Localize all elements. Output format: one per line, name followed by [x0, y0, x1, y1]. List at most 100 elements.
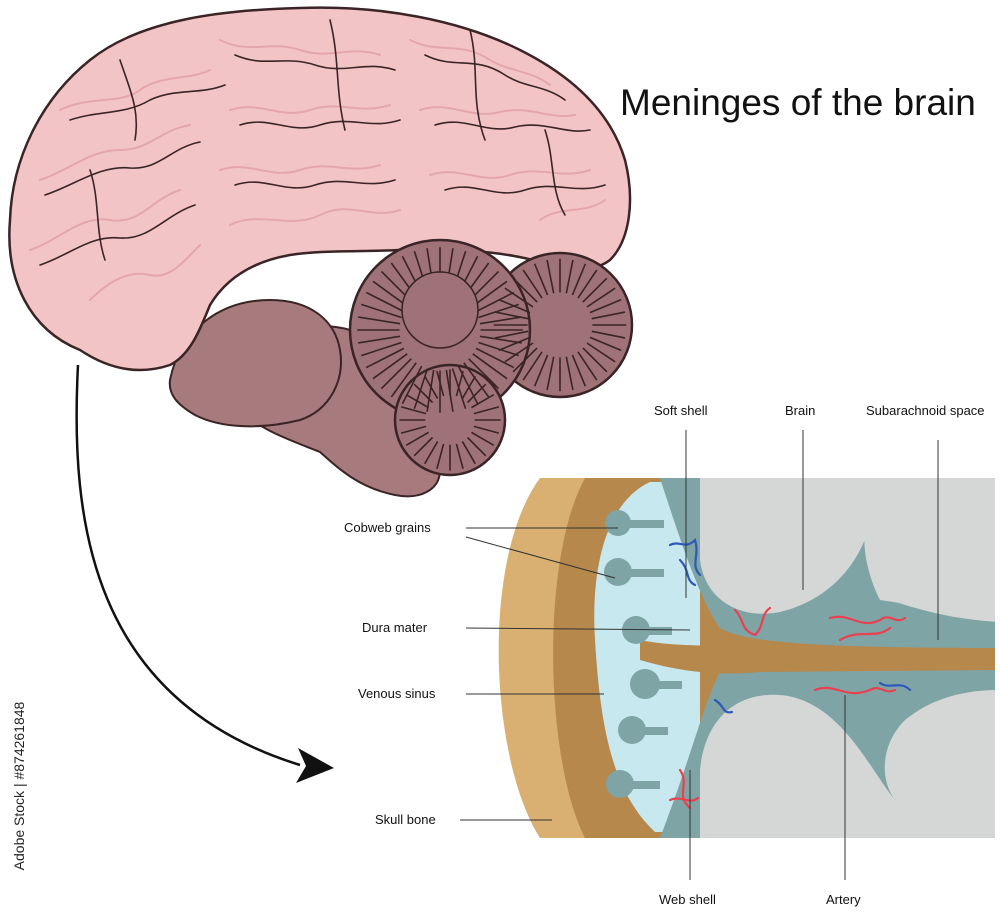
cerebellum-folium [582, 277, 608, 303]
cerebellum-folium [358, 335, 401, 344]
cerebellum-folium [455, 370, 464, 397]
cerebellum-folium [471, 431, 495, 446]
cerebellum-folium [461, 375, 476, 399]
cerebellum-folium [498, 336, 531, 352]
cerebellum-folium [463, 362, 490, 398]
cerebellum-folium [466, 436, 487, 457]
watermark-side-text: Adobe Stock | #874261848 [4, 666, 34, 906]
cerebellum-folium [424, 375, 439, 399]
cerebellum-folium [571, 354, 587, 387]
cerebellum-folium [475, 291, 515, 313]
cerebellum-folium [436, 443, 445, 470]
cerebellum-folium [478, 303, 519, 319]
cerebellum-folium [533, 263, 549, 296]
cerebellum-folium [400, 425, 427, 434]
cerebellum-folium [365, 347, 405, 369]
cerebellum-folium [589, 298, 622, 314]
cerebellum-folium [461, 441, 476, 465]
cerebellum-folium [498, 298, 531, 314]
stock-id-text: Adobe Stock | #874261848 [11, 701, 27, 871]
cerebellum-folium [473, 406, 500, 415]
cerebellum-folium [586, 342, 616, 363]
cerebellum-folium [400, 406, 427, 415]
label-soft-shell: Soft shell [654, 403, 708, 418]
label-artery: Artery [826, 892, 861, 907]
cerebellum-folium [468, 358, 500, 390]
cerebellum-folium [372, 353, 408, 380]
cerebellum-folium [586, 287, 616, 308]
brain-illustration [8, 6, 634, 498]
cerebellum-folium [522, 351, 543, 381]
cerebellum-folium [361, 303, 402, 319]
cerebellum [348, 238, 634, 477]
cerebellum-folium [478, 341, 519, 357]
brain-tissue-right [890, 510, 995, 622]
label-web-shell: Web shell [659, 892, 716, 907]
cerebellum-folium [522, 269, 543, 299]
cerebellum-folium [413, 368, 429, 409]
cerebellum-folium [589, 336, 622, 352]
cerebellum-folium [504, 342, 534, 363]
pointer-arrow [75, 364, 301, 767]
cerebellum-folium [401, 365, 423, 405]
cerebellum-folium [471, 394, 495, 409]
cerebellum-folium [577, 351, 598, 381]
cerebellum-folium [380, 358, 412, 390]
cerebellum-folium [479, 316, 522, 325]
label-cobweb-grains: Cobweb grains [344, 520, 431, 535]
label-brain: Brain [785, 403, 816, 418]
cerebellum-folium [365, 291, 405, 313]
brain-tissue-lower [700, 690, 995, 838]
cerebellum-folium [546, 259, 555, 294]
cerebellum-folium [390, 362, 417, 398]
meninges-cross-section [498, 478, 995, 838]
cerebrum-gyri-outlines [39, 19, 606, 266]
cerebellum-folium [512, 277, 538, 303]
cerebellum-folium [479, 335, 522, 344]
cerebellum-folium [405, 431, 429, 446]
label-subarachnoid-space: Subarachnoid space [866, 403, 985, 418]
cerebellum-folium [405, 394, 429, 409]
cerebellum-folium [436, 370, 445, 397]
cerebellum-folium [361, 341, 402, 357]
falx [640, 640, 995, 674]
cerebrum-sulci [29, 39, 606, 301]
cerebellum-folium [571, 263, 587, 296]
cerebellum-folium [494, 311, 529, 320]
cerebellum-folium [582, 347, 608, 373]
cerebellum-folium [457, 365, 479, 405]
cerebellum-folium [358, 316, 401, 325]
cerebrum [8, 6, 632, 372]
cerebellum-folium [475, 347, 515, 369]
leader-lines [460, 430, 939, 880]
cerebellum-folium [472, 280, 508, 307]
cerebellum-folium [472, 353, 508, 380]
cerebellum-folium [372, 280, 408, 307]
arrow-head-icon [296, 748, 334, 783]
veins [668, 537, 912, 714]
label-venous-sinus: Venous sinus [358, 686, 436, 701]
cerebellum-folium [504, 287, 534, 308]
cerebellum-folium [512, 347, 538, 373]
cerebellum-folium [424, 441, 439, 465]
cerebellum-folium [413, 436, 434, 457]
label-skull-bone: Skull bone [375, 812, 436, 827]
diagram-title: Meninges of the brain [620, 82, 976, 123]
cerebellum-folium [466, 383, 487, 404]
cerebellum-folium [565, 259, 574, 294]
temporal-lobe [168, 298, 342, 428]
cerebellum-folium [533, 354, 549, 387]
cerebellum-folium [591, 330, 626, 339]
arteries [668, 606, 907, 810]
cerebellum-folium [455, 443, 464, 470]
label-dura-mater: Dura mater [362, 620, 428, 635]
cerebellum-folium [473, 425, 500, 434]
cerebellum-folium [413, 383, 434, 404]
cobweb-grains [604, 510, 682, 798]
cerebellum-folium [591, 311, 626, 320]
cerebellum-folium [565, 356, 574, 391]
cerebellum-folium [494, 330, 529, 339]
cerebellum-folium [426, 369, 435, 412]
cerebellum-folium [546, 356, 555, 391]
